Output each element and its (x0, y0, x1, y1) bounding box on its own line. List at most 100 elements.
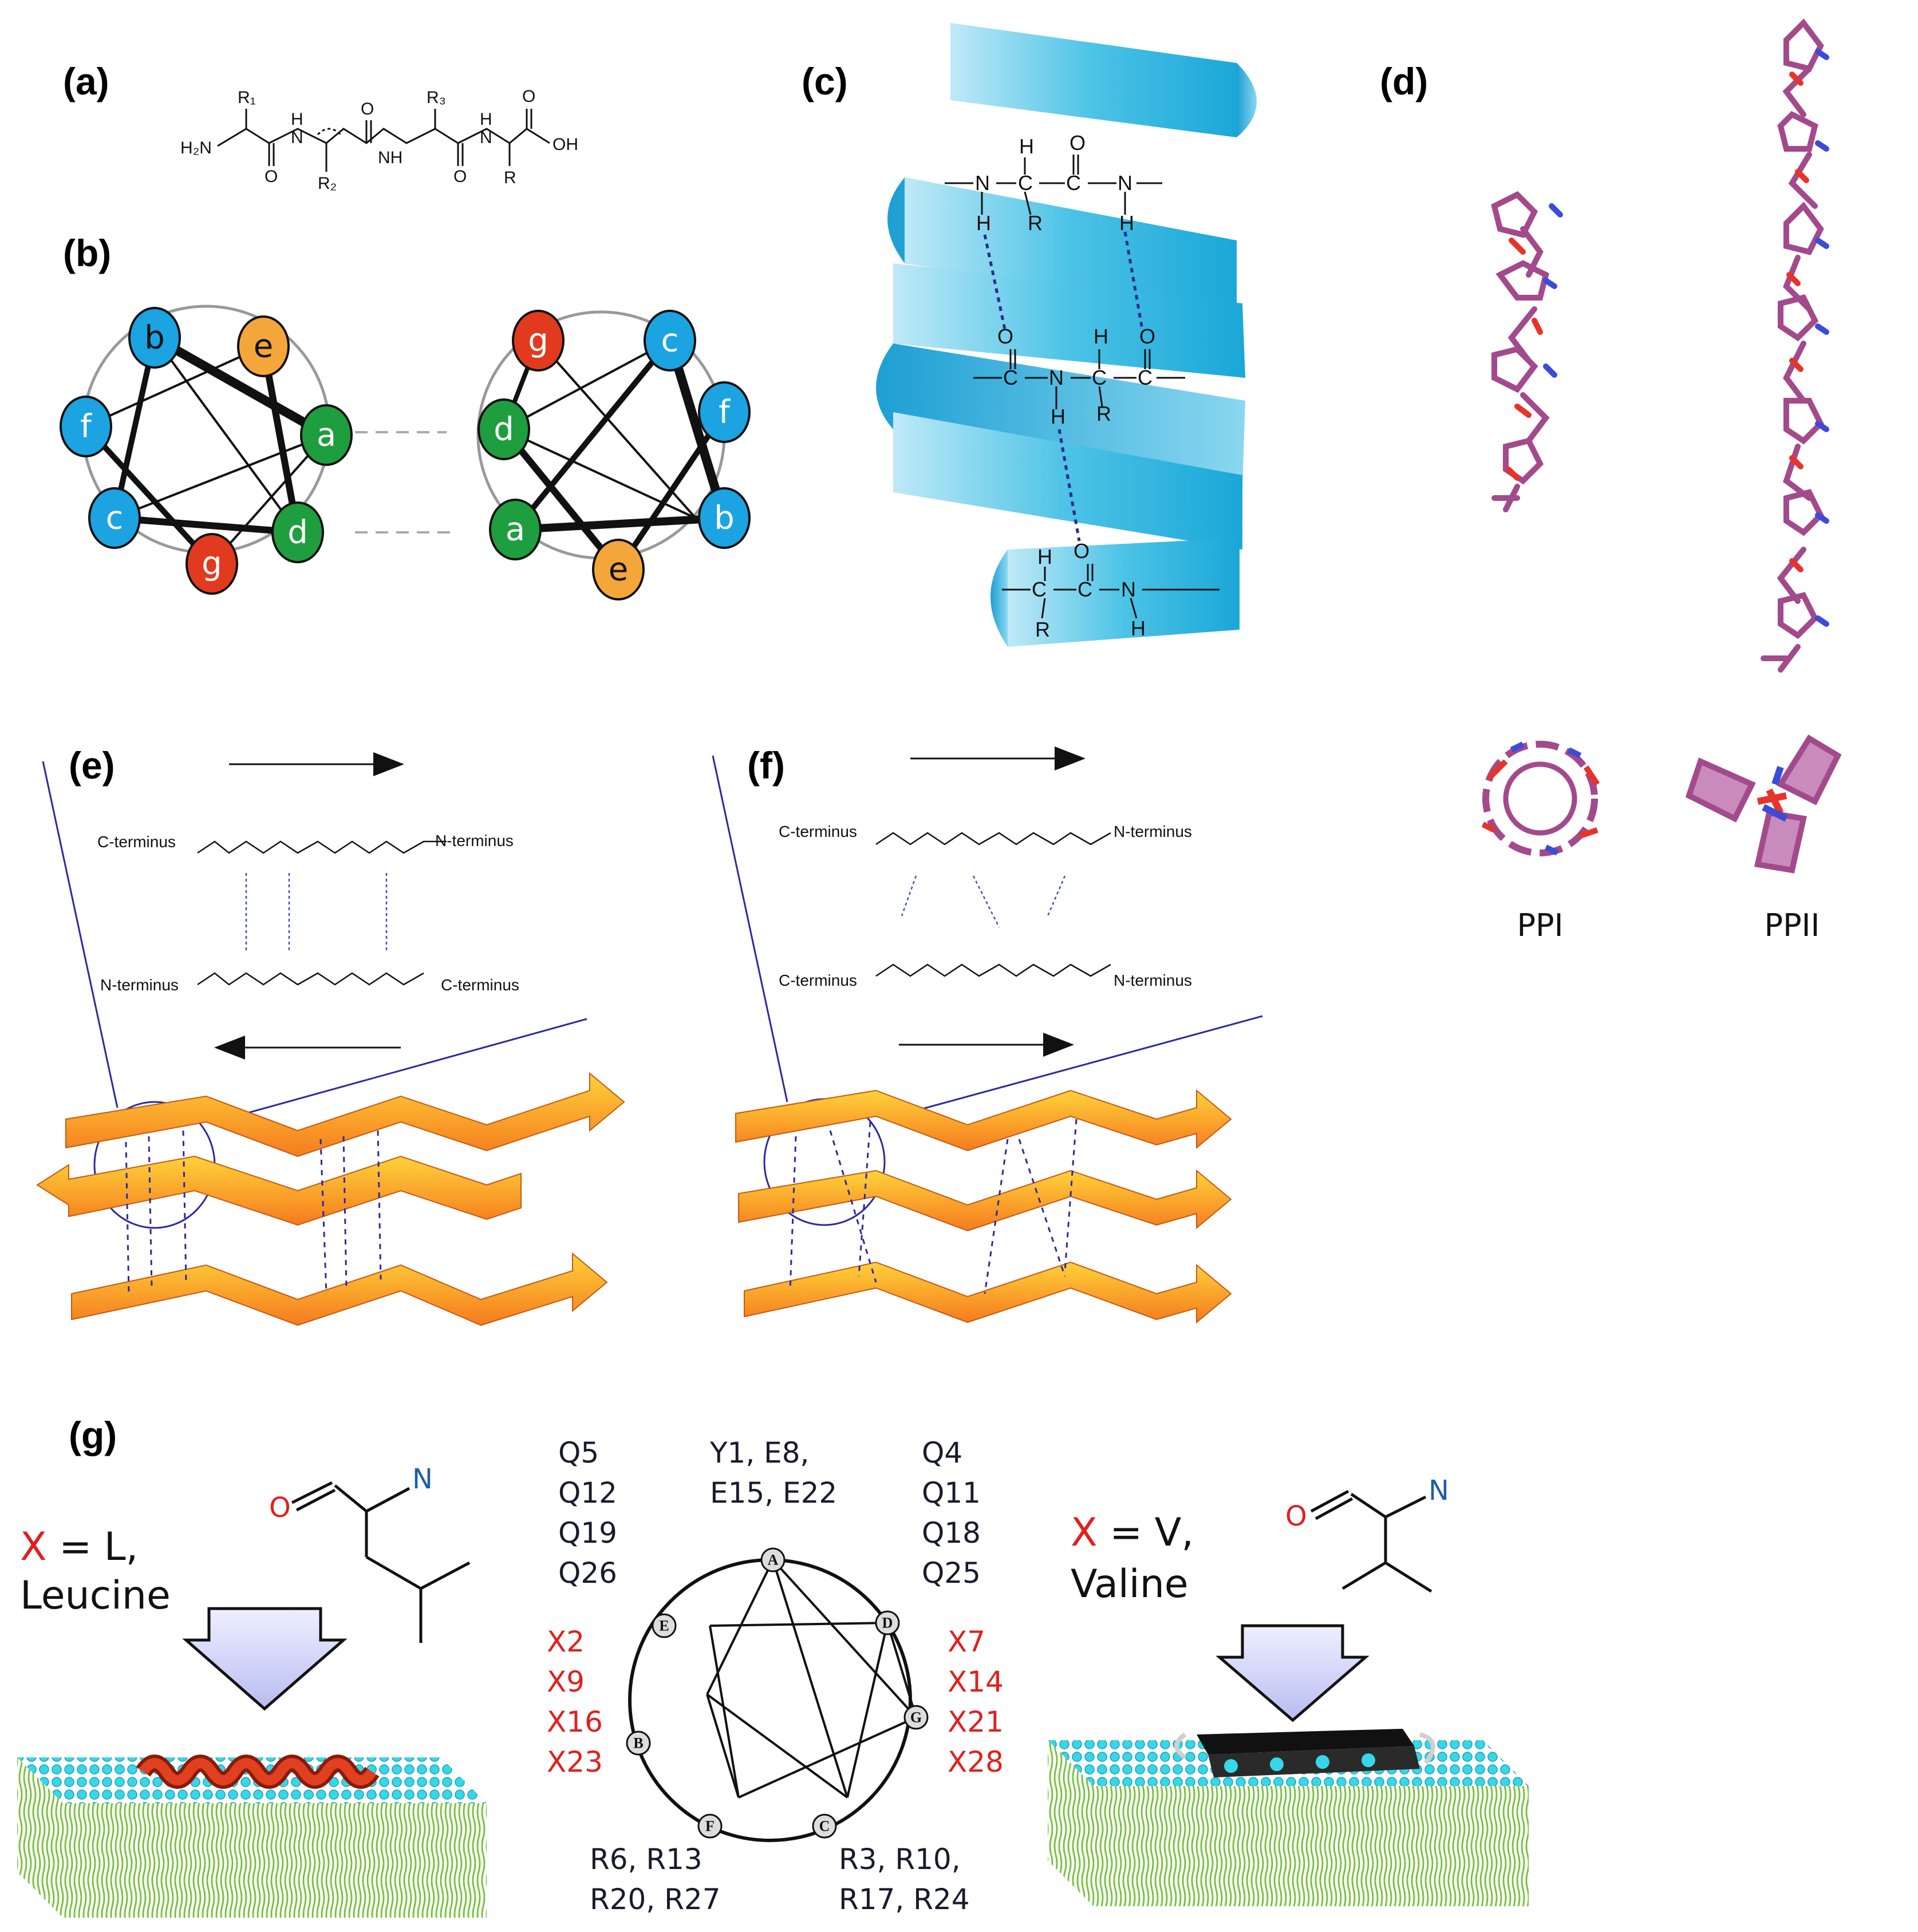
helix-o-2: O (997, 325, 1013, 348)
svg-text:e: e (609, 551, 628, 588)
helix-c-7: C (1078, 578, 1092, 601)
panel-label-a: (a) (63, 60, 109, 102)
svg-text:E: E (659, 1618, 669, 1634)
svg-text:R17, R24: R17, R24 (839, 1883, 970, 1916)
helix-o-3: O (1139, 325, 1155, 348)
svg-text:Y1, E8,: Y1, E8, (709, 1436, 809, 1469)
svg-text:c: c (661, 322, 679, 359)
h-label-1: H (291, 110, 303, 129)
svg-text:Q18: Q18 (922, 1516, 981, 1550)
wheel-right-residue-b: b (698, 487, 751, 549)
ppi-label: PPI (1517, 907, 1563, 943)
valine-atom-n: N (1428, 1475, 1449, 1507)
svg-text:g: g (528, 322, 548, 359)
panel-label-f: (f) (747, 744, 785, 787)
ppii-helix-top (1685, 734, 1842, 874)
residues-bottom-right: R3, R10, R17, R24 (839, 1843, 970, 1916)
wheel-right-residue-g: g (512, 310, 565, 372)
wheel-left-residue-e: e (237, 315, 290, 377)
wheel-right-residue-e: e (592, 539, 645, 600)
wheel-node-d: D (875, 1610, 900, 1635)
ppi-helix-top (1481, 741, 1600, 856)
svg-text:f: f (719, 394, 731, 431)
valine-structure (1310, 1490, 1432, 1593)
sheet-f-bottom-left-terminus: C-terminus (779, 971, 857, 989)
svg-text:a: a (506, 511, 525, 548)
svg-text:B: B (633, 1735, 643, 1752)
svg-text:Q25: Q25 (922, 1556, 981, 1590)
leucine-atom-n: N (412, 1463, 433, 1495)
svg-text:X14: X14 (948, 1665, 1004, 1698)
helical-wheel-right: g c f d b a e (476, 310, 751, 600)
o-label-2: O (361, 100, 374, 118)
r3-label: R₃ (427, 88, 446, 107)
helix-n-3: N (1049, 366, 1064, 389)
helix-h-1: H (1019, 135, 1034, 158)
o-label-3: O (453, 167, 467, 186)
residues-mid-right: X7 X14 X21 X28 (948, 1625, 1004, 1779)
svg-text:R6, R13: R6, R13 (590, 1843, 703, 1876)
helix-atom-labels: N C C N H O H R H O O H C N C C H R O H … (975, 131, 1155, 641)
helix-h-4: H (1094, 325, 1108, 348)
wheel-node-f: F (697, 1814, 723, 1839)
ppii-helix-side (1761, 18, 1829, 673)
svg-text:b: b (144, 319, 165, 357)
svg-text:R3, R10,: R3, R10, (839, 1843, 961, 1876)
svg-text:E15, E22: E15, E22 (710, 1476, 837, 1510)
svg-text:d: d (287, 514, 308, 551)
svg-text:X23: X23 (547, 1745, 603, 1779)
leucine-atom-o: O (269, 1492, 291, 1524)
n-label-1: N (291, 128, 303, 147)
wheel-left-residue-d: d (271, 501, 324, 563)
wheel-right-residue-a: a (489, 499, 542, 560)
wheel-left-residue-g: g (186, 533, 238, 595)
r1-label: R₁ (238, 88, 256, 107)
sheet-f-top-right-terminus: N-terminus (1114, 823, 1192, 840)
helix-backbone-chem (945, 155, 1220, 619)
helix-c-4: C (1092, 366, 1107, 389)
svg-text:X2: X2 (547, 1625, 585, 1658)
helix-o-4: O (1074, 539, 1090, 563)
wheel-left-residue-c: c (88, 487, 141, 549)
helix-c-5: C (1138, 366, 1153, 389)
valine-atom-o: O (1285, 1500, 1307, 1532)
helical-wheel-left: b e f a c d g (60, 305, 353, 595)
helix-hbonds (983, 231, 1144, 542)
helix-n-4: N (1121, 578, 1136, 601)
svg-text:C: C (819, 1818, 830, 1835)
alpha-helix-ribbon (876, 23, 1257, 647)
helix-r-2: R (1096, 402, 1111, 425)
svg-text:X16: X16 (547, 1705, 603, 1739)
h-label-2: H (480, 110, 492, 129)
helix-c-3: C (1003, 366, 1018, 389)
sheet-e-bottom-left-terminus: N-terminus (100, 976, 179, 994)
center-helical-wheel: A E D B G F C (626, 1547, 929, 1842)
svg-text:X28: X28 (948, 1745, 1004, 1779)
r-label: R (504, 168, 516, 187)
helix-h-5: H (1051, 405, 1065, 428)
svg-text:e: e (254, 328, 273, 365)
sheet-f-hbonds (789, 1119, 1078, 1294)
residues-bottom-left: R6, R13 R20, R27 (590, 1843, 721, 1916)
sheet-e-chem (197, 840, 447, 986)
wheel-node-b: B (626, 1730, 651, 1756)
sheet-e-hbonds (125, 1130, 382, 1294)
svg-text:a: a (317, 417, 336, 454)
svg-text:X21: X21 (948, 1705, 1004, 1739)
svg-text:Q19: Q19 (558, 1516, 617, 1550)
svg-text:F: F (705, 1818, 715, 1835)
svg-text:f: f (80, 408, 92, 445)
svg-text:X7: X7 (948, 1625, 985, 1658)
helix-c-2: C (1066, 171, 1081, 195)
residues-top-right: Q4 Q11 Q18 Q25 (922, 1436, 981, 1590)
svg-text:Q5: Q5 (558, 1436, 599, 1469)
svg-text:Q12: Q12 (558, 1476, 617, 1510)
helix-n-1: N (975, 171, 990, 195)
wheel-node-a: A (760, 1547, 786, 1573)
helix-r-1: R (1028, 211, 1043, 235)
wheel-right-residue-c: c (644, 310, 696, 372)
alpha-helix-peptide (136, 1755, 380, 1789)
wheel-left-residue-a: a (300, 404, 353, 466)
valine-name: Valine (1071, 1562, 1189, 1607)
